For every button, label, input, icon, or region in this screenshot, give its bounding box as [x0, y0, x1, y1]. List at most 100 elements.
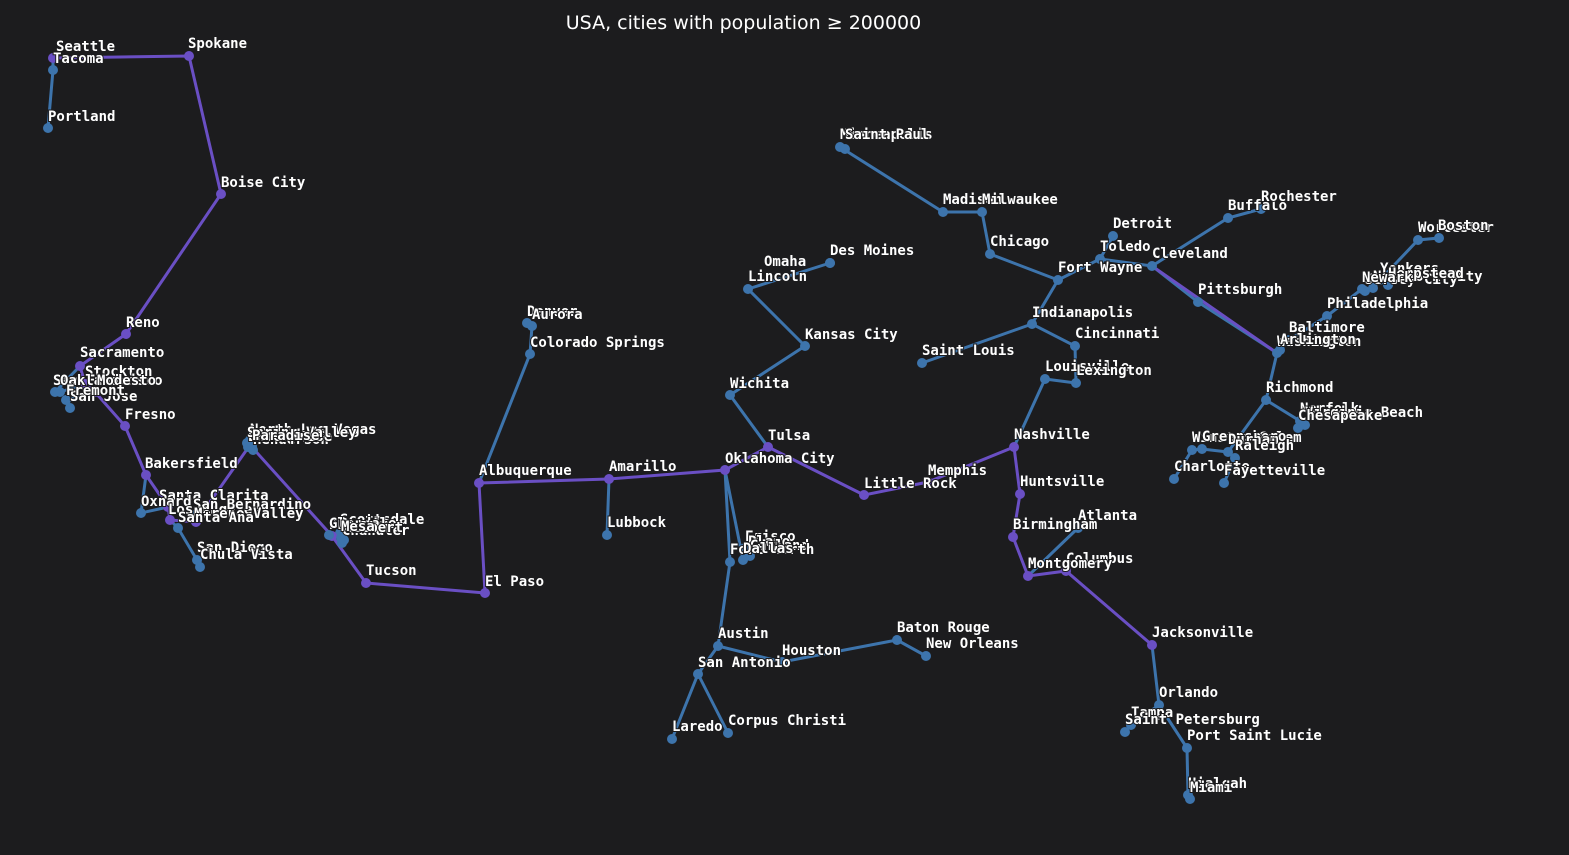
city-node-saint-louis: [917, 358, 927, 368]
city-label-miami: Miami: [1190, 780, 1232, 796]
city-node-reno: [121, 329, 131, 339]
city-node-newark: [1357, 284, 1367, 294]
city-node-madison: [938, 207, 948, 217]
city-label-santa-clarita: Santa Clarita: [159, 488, 269, 504]
city-label-toledo: Toledo: [1100, 239, 1151, 255]
city-label-jersey-city: Jersey City: [1365, 272, 1458, 288]
branch-edge-16: [696, 672, 730, 735]
city-node-new-orleans: [921, 651, 931, 661]
city-label-oakland: Oakland: [60, 373, 119, 389]
city-node-tucson: [361, 578, 371, 588]
city-node-worcester: [1413, 235, 1423, 245]
city-label-port-saint-lucie: Port Saint Lucie: [1187, 728, 1322, 744]
city-node-oakland: [55, 387, 65, 397]
city-label-bakersfield: Bakersfield: [145, 456, 238, 472]
city-node-san-antonio: [693, 669, 703, 679]
city-label-san-bernardino: San Bernardino: [193, 497, 311, 513]
city-node-fort-worth: [725, 557, 735, 567]
city-node-new-york-city: [1368, 283, 1378, 293]
city-label-virginia-beach: Virginia Beach: [1305, 405, 1423, 421]
city-label-hialeah: Hialeah: [1188, 776, 1247, 792]
city-label-boise-city: Boise City: [221, 175, 306, 191]
city-node-lincoln: [743, 284, 753, 294]
city-label-wichita: Wichita: [730, 376, 789, 392]
main-route-extra-edge-0: [1150, 264, 1279, 355]
branch-edge-15: [670, 468, 732, 741]
city-label-plano: Plano: [748, 534, 790, 550]
city-node-fremont: [61, 395, 71, 405]
city-node-amarillo: [604, 474, 614, 484]
city-node-little-rock: [859, 490, 869, 500]
city-node-philadelphia: [1322, 311, 1332, 321]
city-label-san-francisco: San Francisco: [53, 373, 163, 389]
city-node-laredo: [667, 734, 677, 744]
city-node-montgomery: [1023, 571, 1033, 581]
city-label-baton-rouge: Baton Rouge: [897, 620, 990, 636]
city-node-detroit: [1108, 231, 1118, 241]
city-label-kansas-city: Kansas City: [805, 327, 898, 343]
city-node-paradise: [247, 441, 257, 451]
city-label-newark: Newark: [1362, 270, 1413, 286]
city-label-lexington: Lexington: [1076, 363, 1152, 379]
city-node-tacoma: [48, 65, 58, 75]
branch-edge-30: [1172, 447, 1230, 481]
city-label-colorado-springs: Colorado Springs: [530, 335, 665, 351]
main-route-edge: [51, 54, 1154, 647]
city-label-dallas: Dallas: [743, 541, 794, 557]
city-label-new-york-city: New York City: [1373, 269, 1483, 285]
city-label-worcester: Worcester: [1418, 220, 1494, 236]
city-node-oxnard: [136, 508, 146, 518]
city-label-rochester: Rochester: [1261, 189, 1337, 205]
city-label-fresno: Fresno: [125, 407, 176, 423]
city-label-hempstead: Hempstead: [1388, 266, 1464, 282]
city-node-richmond: [1261, 395, 1271, 405]
city-node-fresno: [120, 421, 130, 431]
city-node-charlotte: [1169, 474, 1179, 484]
city-node-portland: [43, 123, 53, 133]
city-node-birmingham: [1008, 532, 1018, 542]
city-node-san-jose: [65, 403, 75, 413]
city-label-atlanta: Atlanta: [1078, 508, 1137, 524]
city-label-phoenix: Phoenix: [329, 517, 389, 533]
city-label-winston-salem: Winston-Salem: [1192, 430, 1302, 446]
city-label-glendale: Glendale: [329, 516, 396, 532]
city-node-el-paso: [480, 588, 490, 598]
city-label-milwaukee: Milwaukee: [982, 192, 1058, 208]
city-node-rochester: [1256, 204, 1266, 214]
city-label-washington: Washington: [1277, 334, 1361, 350]
city-label-lubbock: Lubbock: [607, 515, 667, 531]
city-label-las-vegas: Las Vegas: [250, 427, 326, 443]
city-label-saint-paul: Saint Paul: [845, 127, 929, 143]
city-label-durham: Durham: [1228, 432, 1279, 448]
city-label-memphis: Memphis: [928, 463, 987, 479]
city-label-santa-ana: Santa Ana: [178, 510, 254, 526]
city-node-tulsa: [763, 442, 773, 452]
city-label-el-paso: El Paso: [485, 574, 544, 590]
city-node-huntsville: [1015, 489, 1025, 499]
city-label-boston: Boston: [1438, 218, 1489, 234]
city-node-dallas: [738, 555, 748, 565]
city-node-hempstead: [1383, 280, 1393, 290]
city-node-sacramento: [75, 361, 85, 371]
city-label-detroit: Detroit: [1113, 216, 1172, 232]
city-node-colorado-springs: [525, 349, 535, 359]
city-label-houston: Houston: [782, 643, 841, 659]
city-node-moreno-valley: [191, 517, 201, 527]
city-node-spokane: [184, 51, 194, 61]
city-label-charlotte: Charlotte: [1174, 459, 1250, 475]
city-node-indianapolis: [1027, 319, 1037, 329]
city-label-stockton: Stockton: [85, 364, 152, 380]
city-label-san-jose: San Jose: [70, 389, 137, 405]
branch-edge-13: [605, 477, 611, 537]
city-node-saint-paul: [840, 144, 850, 154]
city-label-des-moines: Des Moines: [830, 243, 914, 259]
city-node-des-moines: [825, 258, 835, 268]
city-label-norfolk: Norfolk: [1300, 401, 1360, 417]
city-node-arlington: [1275, 345, 1285, 355]
city-label-san-antonio: San Antonio: [698, 655, 791, 671]
city-label-north-las-vegas: North Las Vegas: [250, 422, 376, 438]
city-label-fort-worth: Fort Worth: [730, 542, 814, 558]
city-nodes: [43, 51, 1444, 804]
city-node-boston: [1434, 233, 1444, 243]
city-label-madison: Madison: [943, 192, 1002, 208]
